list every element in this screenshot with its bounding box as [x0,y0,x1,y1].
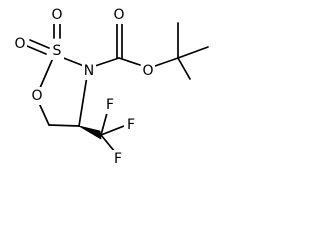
atom-f-top: F [106,97,114,113]
bond-s1-nring [60,56,85,67]
bond-nring-ccarbonyl [94,57,120,67]
bond-s1-oleft-a [29,39,50,49]
atom-o-ring: O [31,88,42,104]
bond-ccf3-ftop [100,112,108,136]
molecular-structure: S O O O N O O F F F [13,6,209,168]
bond-ctert-methyl-lower [177,57,191,80]
bond-s1-oring [39,57,54,89]
bond-c5-c4 [48,124,80,127]
bond-ccf3-fbottom [100,134,116,153]
bond-oester-ctert [154,57,179,67]
bond-oring-c5 [38,102,50,126]
atom-o-sulfonyl-top: O [51,7,62,23]
bond-ccarbonyl-oester [118,57,141,66]
atom-n-ring: N [84,63,94,79]
stereo-wedge-bond [78,125,102,140]
bond-c4-nring [78,75,88,127]
atom-f-right: F [127,117,135,133]
atom-f-bottom: F [114,151,122,167]
bonds [26,20,209,153]
bond-s1-oleft-b [26,45,47,55]
atom-o-carbonyl: O [113,7,124,23]
atom-o-ester: O [142,63,153,79]
bond-ccf3-fright [100,125,125,136]
atom-s1: S [53,43,62,59]
atom-o-sulfonyl-left: O [14,36,25,52]
bond-ctert-methyl-right [177,46,209,59]
atom-labels: S O O O N O O F F F [13,6,155,168]
